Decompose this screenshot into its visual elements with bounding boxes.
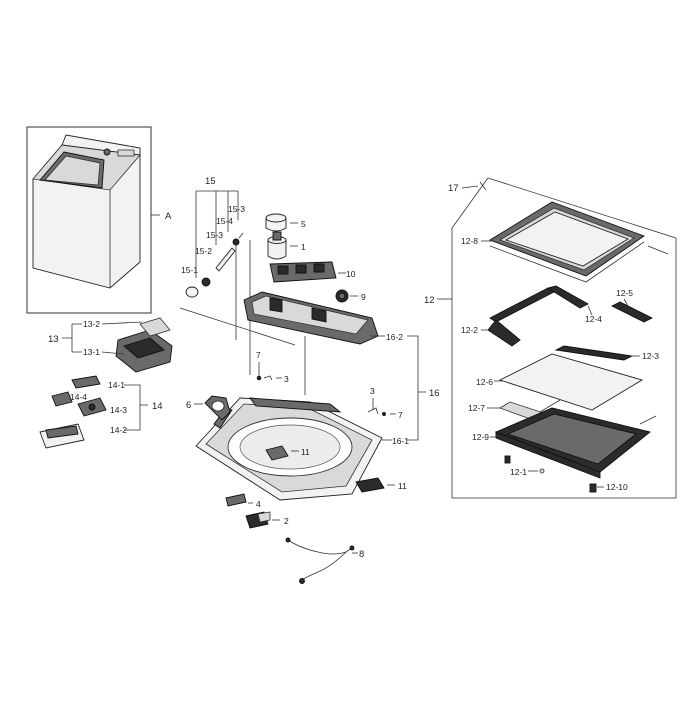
callout-9: 9 (361, 292, 366, 302)
callout-13-1: 13-1 (83, 347, 100, 357)
callout-15-1: 15-1 (181, 265, 198, 275)
callout-2: 2 (284, 516, 289, 526)
screws-left: 7 3 (256, 350, 289, 384)
inset-washer-view: A (26, 126, 172, 314)
callout-15-3-upper: 15-3 (228, 204, 245, 214)
top-cover-16-1: 16-1 16 (195, 335, 440, 501)
part-group-13: 13 13-2 13-1 (48, 317, 173, 373)
callout-7-right: 7 (398, 410, 403, 420)
callout-17: 17 (448, 183, 459, 194)
control-frame-16-2: 16-2 (179, 291, 403, 395)
callout-12-5: 12-5 (616, 288, 633, 298)
callout-3-left: 3 (284, 374, 289, 384)
callout-12: 12 (424, 295, 435, 306)
inset-label: A (165, 211, 172, 222)
callout-11-inner: 11 (301, 447, 310, 457)
callout-15-3-lower: 15-3 (206, 230, 223, 240)
callout-14-4: 14-4 (70, 392, 87, 402)
callout-12-8: 12-8 (461, 236, 478, 246)
callout-3-right: 3 (370, 386, 375, 396)
callout-12-4: 12-4 (585, 314, 602, 324)
callout-12-6: 12-6 (476, 377, 493, 387)
callout-8: 8 (359, 549, 364, 560)
callout-12-3: 12-3 (642, 351, 659, 361)
callout-4: 4 (256, 499, 261, 509)
callout-7-left: 7 (256, 350, 261, 360)
callout-14-2: 14-2 (110, 425, 127, 435)
callout-12-7: 12-7 (468, 403, 485, 413)
part-6-ring: 6 (186, 395, 231, 421)
callout-5: 5 (301, 219, 306, 229)
callout-16-2: 16-2 (386, 332, 403, 342)
callout-16-1: 16-1 (392, 436, 409, 446)
lid-assembly-12: 17 12-8 12 12-2 12-4 12-5 12-3 12-6 (424, 177, 677, 499)
part-group-14: 14-1 14-4 14-3 14-2 14 (39, 375, 163, 449)
callout-10: 10 (346, 269, 356, 279)
hose-ring (201, 277, 211, 287)
hose-cap (185, 286, 199, 298)
callout-15-2: 15-2 (195, 246, 212, 256)
part-group-15: 15 15-3 15-4 15-3 15-2 15-1 (181, 176, 251, 375)
callout-15: 15 (205, 176, 216, 187)
callout-6: 6 (186, 400, 191, 411)
callout-12-2: 12-2 (461, 325, 478, 335)
screws-right: 3 7 (367, 386, 403, 420)
parts-11: 11 11 (265, 445, 407, 493)
callout-14-1: 14-1 (108, 380, 125, 390)
callout-15-4: 15-4 (216, 216, 233, 226)
callout-13-2: 13-2 (83, 319, 100, 329)
callout-12-9: 12-9 (472, 432, 489, 442)
callout-14: 14 (152, 401, 163, 412)
callout-12-10: 12-10 (606, 482, 628, 492)
callout-13: 13 (48, 334, 59, 345)
callout-12-1: 12-1 (510, 467, 527, 477)
callout-16: 16 (429, 388, 440, 399)
callout-14-3: 14-3 (110, 405, 127, 415)
parts-upper-middle: 5 1 10 9 (265, 213, 366, 303)
callout-1: 1 (301, 242, 306, 252)
parts-lower-left: 4 2 8 (225, 493, 364, 584)
callout-11-outer: 11 (398, 481, 407, 491)
